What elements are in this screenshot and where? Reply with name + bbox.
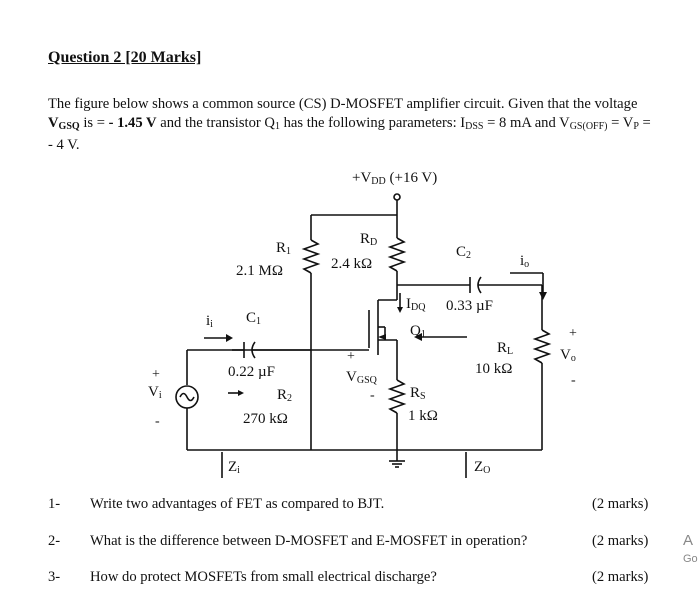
zi-arrowhead [238, 390, 244, 396]
question-text: How do protect MOSFETs from small electr… [90, 569, 437, 585]
c2-value: 0.33 µF [446, 298, 493, 314]
q1-label: Q1 [410, 323, 426, 340]
question-marks: (2 marks) [592, 569, 649, 585]
vdd-terminal [393, 193, 401, 201]
c2-label: C2 [456, 244, 472, 261]
rd-value: 2.4 kΩ [331, 256, 373, 272]
zo-label: ZO [474, 459, 491, 476]
rd-label: RD [360, 231, 378, 248]
idq-label: IDQ [406, 296, 426, 313]
question-heading: Question 2 [20 Marks] [48, 49, 202, 66]
question-text: What is the difference between D-MOSFET … [90, 533, 528, 549]
vgsq-minus: - [370, 388, 375, 403]
zi-label: Zi [228, 459, 240, 476]
io-arrowhead [539, 292, 547, 300]
c1-label: C1 [246, 310, 262, 327]
gate-arrowhead [378, 334, 386, 340]
rd-resistor [387, 237, 407, 272]
question-number: 3- [48, 569, 61, 585]
rl-value: 10 kΩ [475, 361, 513, 377]
vi-label: Vi [148, 384, 162, 401]
r1-label: R1 [276, 240, 292, 257]
rs-label: RS [410, 385, 426, 402]
q1-arrowhead [414, 333, 422, 341]
r1-value: 2.1 MΩ [236, 263, 283, 279]
question-number: 2- [48, 533, 61, 549]
rs-resistor [387, 379, 407, 414]
vi-minus: - [155, 414, 160, 429]
ii-arrowhead [226, 334, 233, 342]
vo-label: Vo [560, 347, 576, 364]
vgsq-plus: + [347, 349, 355, 364]
question-number: 1- [48, 496, 61, 512]
vo-minus: - [571, 373, 576, 388]
c1-value: 0.22 µF [228, 364, 275, 380]
r1-resistor [301, 239, 321, 274]
edge-text-top: A [683, 532, 694, 549]
rl-resistor [532, 329, 552, 364]
idq-arrowhead [397, 307, 403, 313]
rl-label: RL [497, 340, 514, 357]
question-marks: (2 marks) [592, 533, 649, 549]
question-text: Write two advantages of FET as compared … [90, 496, 385, 512]
vdd-label: +VDD (+16 V) [352, 170, 438, 187]
ii-label: ii [206, 313, 213, 330]
r2-value: 270 kΩ [243, 411, 288, 427]
rs-value: 1 kΩ [408, 408, 438, 424]
vi-plus: + [152, 367, 160, 382]
problem-statement: The figure below shows a common source (… [48, 96, 651, 153]
vo-plus: + [569, 326, 577, 341]
io-label: io [520, 253, 530, 270]
edge-text-bottom: Go [683, 553, 698, 565]
question-marks: (2 marks) [592, 496, 649, 512]
r2-label: R2 [277, 387, 293, 404]
vgsq-label: VGSQ [346, 369, 377, 386]
